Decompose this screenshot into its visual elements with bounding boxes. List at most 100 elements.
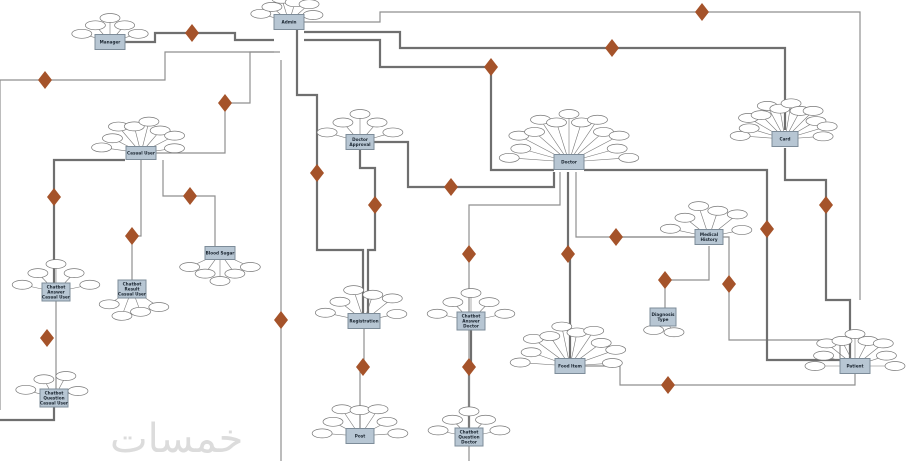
attribute-ellipse[interactable]	[349, 109, 371, 119]
attribute-ellipse[interactable]	[27, 268, 49, 278]
attribute-ellipse[interactable]	[804, 361, 826, 371]
relationship-diamond[interactable]	[722, 275, 736, 293]
relationship-diamond[interactable]	[484, 58, 498, 76]
attribute-ellipse[interactable]	[331, 404, 353, 415]
attribute-ellipse[interactable]	[729, 131, 751, 141]
attribute-ellipse[interactable]	[663, 327, 685, 338]
attribute-ellipse[interactable]	[102, 133, 123, 144]
attribute-ellipse[interactable]	[489, 425, 511, 436]
attribute-ellipse[interactable]	[426, 308, 448, 319]
attribute-ellipse[interactable]	[674, 212, 696, 223]
entity-doctor[interactable]: Doctor	[553, 154, 585, 170]
attribute-ellipse[interactable]	[707, 205, 729, 216]
relationship-diamond[interactable]	[356, 358, 370, 376]
attribute-ellipse[interactable]	[71, 28, 93, 39]
attribute-ellipse[interactable]	[844, 329, 866, 339]
attribute-ellipse[interactable]	[475, 414, 496, 425]
attribute-ellipse[interactable]	[442, 414, 463, 425]
relationship-diamond[interactable]	[462, 358, 476, 376]
attribute-ellipse[interactable]	[546, 117, 567, 128]
attribute-ellipse[interactable]	[67, 386, 89, 396]
relationship-diamond[interactable]	[760, 220, 774, 238]
attribute-ellipse[interactable]	[510, 143, 532, 154]
attribute-ellipse[interactable]	[138, 116, 160, 127]
attribute-ellipse[interactable]	[442, 297, 464, 307]
relationship-diamond[interactable]	[40, 329, 54, 347]
relationship-diamond[interactable]	[274, 311, 288, 329]
attribute-ellipse[interactable]	[194, 268, 216, 279]
relationship-diamond[interactable]	[561, 245, 575, 263]
relationship-diamond[interactable]	[609, 228, 623, 246]
attribute-ellipse[interactable]	[608, 130, 630, 141]
attribute-ellipse[interactable]	[302, 10, 324, 20]
attribute-ellipse[interactable]	[812, 131, 834, 142]
relationship-diamond[interactable]	[661, 376, 675, 394]
relationship-diamond[interactable]	[444, 178, 458, 196]
attribute-ellipse[interactable]	[33, 374, 55, 385]
attribute-ellipse[interactable]	[239, 262, 261, 272]
attribute-ellipse[interactable]	[876, 350, 897, 361]
attribute-ellipse[interactable]	[539, 331, 561, 341]
attribute-ellipse[interactable]	[387, 428, 409, 439]
attribute-ellipse[interactable]	[349, 405, 371, 416]
attribute-ellipse[interactable]	[587, 114, 608, 125]
attribute-ellipse[interactable]	[831, 336, 853, 346]
attribute-ellipse[interactable]	[381, 293, 403, 304]
attribute-ellipse[interactable]	[802, 106, 824, 116]
attribute-ellipse[interactable]	[551, 321, 573, 332]
entity-blood-sugar[interactable]: Blood Sugar	[204, 246, 236, 260]
attribute-ellipse[interactable]	[558, 109, 580, 119]
attribute-ellipse[interactable]	[478, 297, 500, 307]
attribute-ellipse[interactable]	[606, 143, 628, 154]
attribute-ellipse[interactable]	[750, 110, 772, 120]
relationship-diamond[interactable]	[368, 196, 382, 214]
relationship-diamond[interactable]	[658, 271, 672, 289]
relationship-diamond[interactable]	[695, 3, 709, 21]
entity-food-item[interactable]: Food Item	[554, 358, 586, 374]
attribute-ellipse[interactable]	[601, 358, 623, 368]
attribute-ellipse[interactable]	[458, 406, 480, 417]
attribute-ellipse[interactable]	[494, 308, 516, 319]
attribute-ellipse[interactable]	[149, 125, 171, 136]
attribute-ellipse[interactable]	[316, 127, 338, 138]
attribute-ellipse[interactable]	[367, 404, 389, 415]
attribute-ellipse[interactable]	[643, 325, 665, 335]
relationship-diamond[interactable]	[185, 24, 199, 42]
attribute-ellipse[interactable]	[164, 130, 185, 141]
attribute-ellipse[interactable]	[55, 371, 77, 381]
attribute-ellipse[interactable]	[688, 201, 709, 211]
attribute-ellipse[interactable]	[11, 279, 33, 290]
attribute-ellipse[interactable]	[386, 309, 408, 319]
relationship-diamond[interactable]	[218, 94, 232, 112]
attribute-ellipse[interactable]	[224, 268, 246, 279]
attribute-ellipse[interactable]	[98, 299, 120, 310]
attribute-ellipse[interactable]	[427, 425, 449, 436]
relationship-diamond[interactable]	[310, 164, 324, 182]
attribute-ellipse[interactable]	[79, 279, 101, 290]
attribute-ellipse[interactable]	[660, 223, 681, 234]
attribute-ellipse[interactable]	[583, 325, 605, 336]
attribute-ellipse[interactable]	[884, 361, 906, 371]
entity-post[interactable]: Post	[345, 428, 375, 444]
attribute-ellipse[interactable]	[813, 350, 834, 361]
entity-registration[interactable]: Registration	[347, 313, 381, 329]
attribute-ellipse[interactable]	[738, 123, 760, 134]
attribute-ellipse[interactable]	[329, 296, 351, 307]
attribute-ellipse[interactable]	[376, 416, 398, 427]
attribute-ellipse[interactable]	[261, 1, 283, 12]
attribute-ellipse[interactable]	[114, 20, 135, 31]
relationship-diamond[interactable]	[462, 245, 476, 263]
attribute-ellipse[interactable]	[179, 262, 201, 272]
relationship-diamond[interactable]	[183, 187, 197, 205]
attribute-ellipse[interactable]	[311, 428, 333, 439]
attribute-ellipse[interactable]	[91, 142, 112, 153]
entity-patient[interactable]: Patient	[839, 358, 871, 374]
attribute-ellipse[interactable]	[382, 127, 404, 138]
attribute-ellipse[interactable]	[362, 289, 384, 300]
